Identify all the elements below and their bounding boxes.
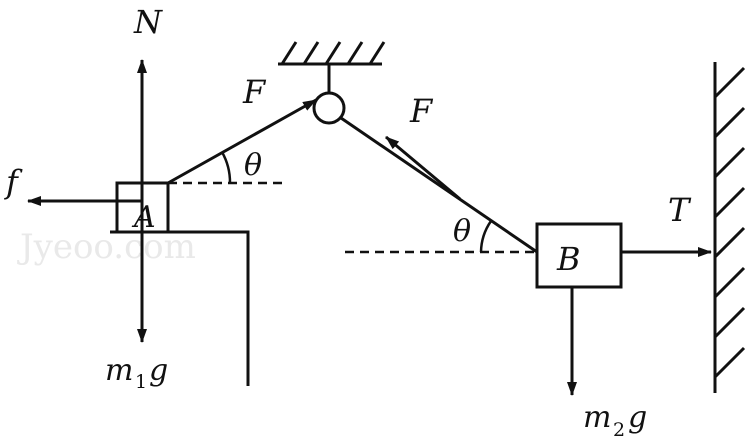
rope-right: [340, 116, 538, 254]
weight-b-label: m 2 g: [583, 400, 647, 441]
tension-right-label: F: [409, 92, 434, 130]
wall-tension-label: T: [668, 191, 692, 229]
weight-b-subscript: 2: [613, 419, 625, 441]
angle-left-label: θ: [244, 148, 262, 183]
weight-a-subscript: 1: [135, 371, 147, 393]
weight-b-gravity-symbol: g: [628, 400, 647, 435]
weight-a-label: m 1 g: [105, 353, 168, 393]
angle-arc-a: [220, 151, 232, 184]
ceiling-support: [278, 41, 386, 92]
block-a-label: A: [131, 200, 156, 235]
normal-force-label: N: [133, 3, 163, 41]
weight-b-mass-symbol: m: [583, 400, 611, 435]
wall: [713, 62, 746, 393]
angle-right-label: θ: [453, 214, 471, 249]
weight-a-mass-symbol: m: [105, 353, 133, 388]
friction-label: f: [4, 163, 23, 201]
tension-right-arrow: [385, 135, 461, 201]
tension-left-arrow: [167, 98, 317, 185]
weight-a-gravity-symbol: g: [149, 353, 168, 388]
block-b-label: B: [556, 240, 581, 278]
block-b: [535, 222, 623, 289]
tension-left-label: F: [242, 73, 267, 111]
angle-arc-b: [479, 220, 493, 253]
watermark: Jyeoo.com: [17, 227, 196, 267]
pulley: [312, 91, 346, 125]
